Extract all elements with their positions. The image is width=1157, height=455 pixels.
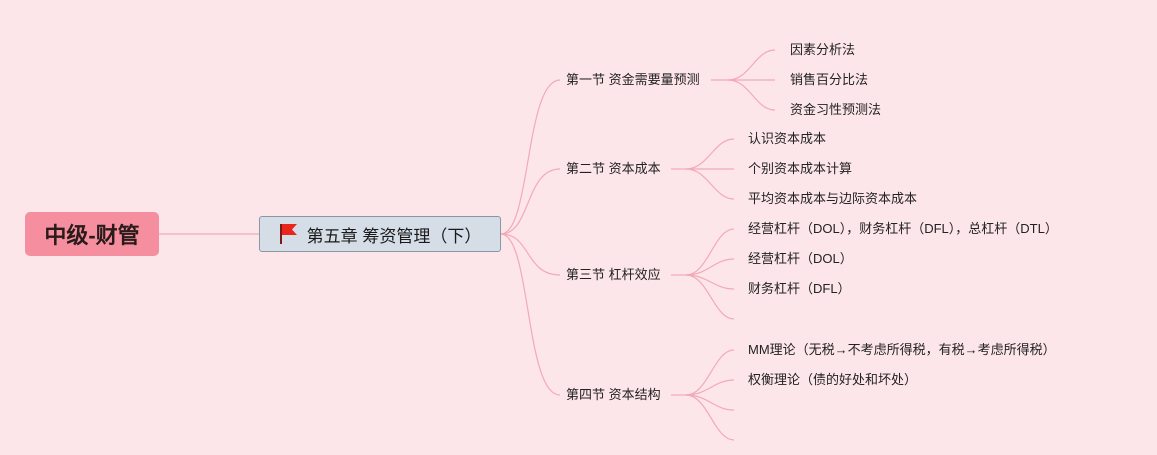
section-label: 第二节 资本成本 (566, 161, 661, 176)
root-label: 中级-财管 (44, 223, 140, 248)
chapter-to-section-line (500, 233, 561, 276)
root-topic[interactable]: 中级-财管 (25, 212, 159, 256)
section-to-leaf-line (685, 228, 735, 276)
leaf-topic[interactable]: 因素分析法 (790, 41, 855, 59)
section-to-leaf-line (685, 258, 735, 276)
section-to-leaf-line (685, 274, 735, 320)
leaf-topic[interactable]: MM理论（无税→不考虑所得税，有税→考虑所得税） (748, 341, 1056, 359)
section-to-leaf-line (727, 79, 776, 111)
leaf-label: 销售百分比法 (790, 72, 869, 87)
chapter-topic[interactable]: 第五章 筹资管理（下） (259, 216, 501, 252)
leaf-label: MM理论（无税→不考虑所得税，有税→考虑所得税） (748, 342, 1056, 357)
chapter-label: 第五章 筹资管理（下） (306, 226, 482, 246)
leaf-topic[interactable]: 经营杠杆（DOL），财务杠杆（DFL），总杠杆（DTL） (748, 220, 1058, 238)
section-to-leaf-line (685, 394, 735, 441)
leaf-topic[interactable]: 财务杠杆（DFL） (748, 280, 851, 298)
chapter-to-section-line (500, 79, 561, 235)
section-to-leaf-line (685, 379, 735, 396)
leaf-topic[interactable]: 个别资本成本计算 (748, 160, 852, 178)
section-to-leaf-line (685, 138, 735, 170)
leaf-topic[interactable]: 资金习性预测法 (790, 101, 881, 119)
section-topic[interactable]: 第二节 资本成本 (566, 160, 661, 178)
section-topic[interactable]: 第三节 杠杆效应 (566, 266, 661, 284)
leaf-topic[interactable]: 平均资本成本与边际资本成本 (748, 190, 917, 208)
leaf-label: 因素分析法 (790, 42, 856, 57)
section-topic[interactable]: 第一节 资金需要量预测 (566, 71, 700, 89)
section-label: 第三节 杠杆效应 (566, 267, 661, 282)
leaf-topic[interactable]: 经营杠杆（DOL） (748, 250, 853, 268)
red-flag-icon (279, 224, 297, 244)
leaf-label: 资金习性预测法 (790, 102, 882, 117)
leaf-topic[interactable]: 权衡理论（债的好处和坏处） (748, 371, 917, 389)
leaf-label: 平均资本成本与边际资本成本 (748, 191, 918, 206)
leaf-label: 财务杠杆（DFL） (748, 281, 851, 296)
section-to-leaf-line (727, 49, 776, 81)
leaf-topic[interactable]: 认识资本成本 (748, 130, 826, 148)
chapter-to-section-line (500, 168, 561, 235)
chapter-to-section-line (500, 233, 561, 396)
section-label: 第四节 资本结构 (566, 387, 661, 402)
section-topic[interactable]: 第四节 资本结构 (566, 386, 661, 404)
leaf-label: 个别资本成本计算 (748, 161, 853, 176)
section-to-leaf-line (685, 349, 735, 396)
leaf-label: 经营杠杆（DOL），财务杠杆（DFL），总杠杆（DTL） (748, 221, 1058, 236)
leaf-label: 权衡理论（债的好处和坏处） (748, 372, 918, 387)
leaf-label: 认识资本成本 (748, 131, 827, 146)
section-to-leaf-line (685, 168, 735, 200)
section-label: 第一节 资金需要量预测 (566, 72, 700, 87)
leaf-label: 经营杠杆（DOL） (748, 251, 853, 266)
leaf-topic[interactable]: 销售百分比法 (790, 71, 868, 89)
